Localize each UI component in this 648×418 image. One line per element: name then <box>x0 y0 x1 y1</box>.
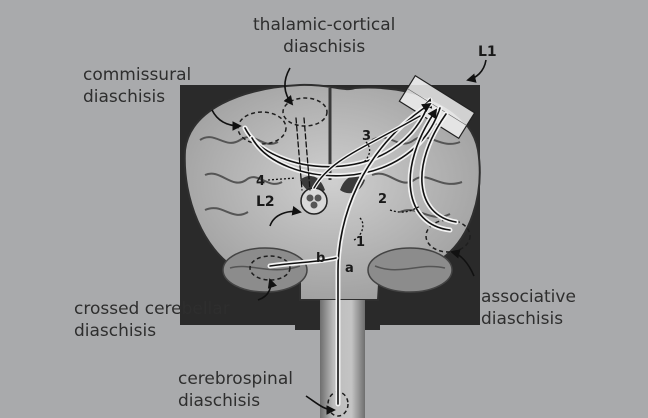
label-associative-line2: diaschisis <box>481 308 576 330</box>
label-crossed-cerebellar: crossed cerebellar diaschisis <box>74 298 230 342</box>
label-commissural-line1: commissural <box>83 64 191 86</box>
marker-l1: L1 <box>478 44 497 60</box>
marker-4: 4 <box>256 174 265 189</box>
label-thalamic-cortical-line2: diaschisis <box>253 36 395 58</box>
label-associative-line1: associative <box>481 286 576 308</box>
label-commissural-line2: diaschisis <box>83 86 191 108</box>
label-cerebrospinal-line1: cerebrospinal <box>178 368 293 390</box>
marker-b: b <box>316 251 325 266</box>
label-associative: associative diaschisis <box>481 286 576 330</box>
label-crossed-cerebellar-line2: diaschisis <box>74 320 230 342</box>
label-thalamic-cortical: thalamic-cortical diaschisis <box>253 14 395 58</box>
marker-3: 3 <box>362 129 371 144</box>
label-thalamic-cortical-line1: thalamic-cortical <box>253 14 395 36</box>
label-commissural: commissural diaschisis <box>83 64 191 108</box>
marker-1: 1 <box>356 235 365 250</box>
lesion-l2-thalamus <box>301 188 327 214</box>
label-cerebrospinal-line2: diaschisis <box>178 390 293 412</box>
marker-l2: L2 <box>256 194 275 210</box>
marker-a: a <box>345 261 354 276</box>
label-cerebrospinal: cerebrospinal diaschisis <box>178 368 293 412</box>
marker-2: 2 <box>378 192 387 207</box>
label-crossed-cerebellar-line1: crossed cerebellar <box>74 298 230 320</box>
